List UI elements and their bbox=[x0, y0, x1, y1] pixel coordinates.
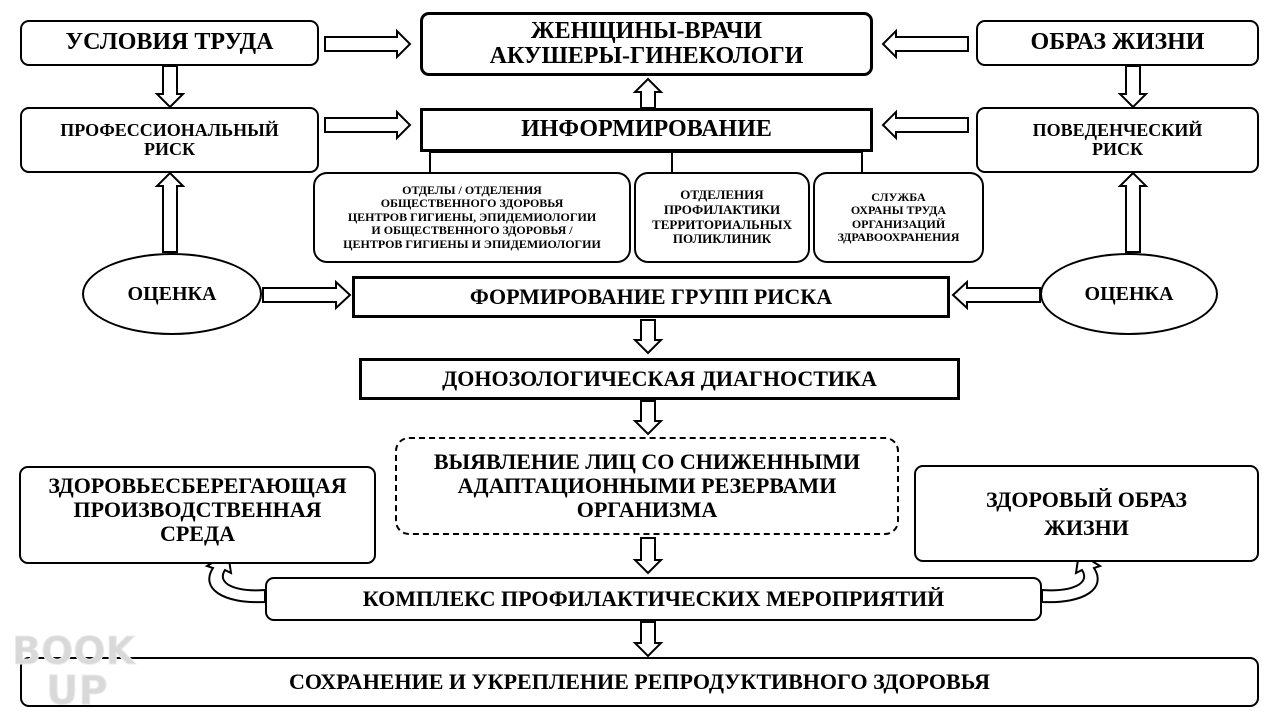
public-health-line-3: ЦЕНТРОВ ГИГИЕНЫ, ЭПИДЕМИОЛОГИИ bbox=[347, 209, 597, 224]
risk-groups-label: ФОРМИРОВАНИЕ ГРУПП РИСКА bbox=[469, 284, 833, 310]
arrow-assessment-right-to-behavioral-risk bbox=[1117, 171, 1149, 253]
assessment-right-oval: ОЦЕНКА bbox=[1040, 253, 1218, 335]
arrow-reduced-reserves-to-measures bbox=[632, 537, 664, 575]
arrow-measures-to-reproductive-health bbox=[632, 621, 664, 658]
professional-risk-line-1: ПРОФЕССИОНАЛЬНЫЙ bbox=[60, 120, 279, 141]
prevention-departments-box: ОТДЕЛЕНИЯ ПРОФИЛАКТИКИ ТЕРРИТОРИАЛЬНЫХ П… bbox=[634, 172, 810, 263]
environment-line-2: ПРОИЗВОДСТВЕННАЯ bbox=[73, 496, 322, 522]
arrow-work-conditions-to-doctors bbox=[324, 28, 412, 60]
assessment-right-label: ОЦЕНКА bbox=[1084, 282, 1174, 305]
healthy-lifestyle-line-2: ЖИЗНИ bbox=[1044, 514, 1129, 540]
labor-protection-line-4: ЗДРАВООХРАНЕНИЯ bbox=[837, 229, 960, 244]
assessment-left-label: ОЦЕНКА bbox=[127, 282, 217, 305]
public-health-line-5: ЦЕНТРОВ ГИГИЕНЫ И ЭПИДЕМИОЛОГИИ bbox=[343, 236, 601, 251]
women-doctors-line-2: АКУШЕРЫ-ГИНЕКОЛОГИ bbox=[489, 43, 804, 69]
behavioral-risk-line-1: ПОВЕДЕНЧЕСКИЙ bbox=[1032, 120, 1203, 141]
healthy-lifestyle-line-1: ЗДОРОВЫЙ ОБРАЗ bbox=[985, 487, 1188, 512]
work-conditions-label: УСЛОВИЯ ТРУДА bbox=[65, 29, 274, 56]
reduced-reserves-box: ВЫЯВЛЕНИЕ ЛИЦ СО СНИЖЕННЫМИ АДАПТАЦИОННЫ… bbox=[395, 437, 899, 535]
reproductive-health-label: СОХРАНЕНИЕ И УКРЕПЛЕНИЕ РЕПРОДУКТИВНОГО … bbox=[289, 669, 990, 695]
labor-protection-box: СЛУЖБА ОХРАНЫ ТРУДА ОРГАНИЗАЦИЙ ЗДРАВООХ… bbox=[813, 172, 984, 263]
arrow-assessment-left-to-professional-risk bbox=[154, 171, 186, 253]
public-health-line-1: ОТДЕЛЫ / ОТДЕЛЕНИЯ bbox=[402, 182, 542, 197]
behavioral-risk-box: ПОВЕДЕНЧЕСКИЙ РИСК bbox=[976, 107, 1259, 173]
arrow-lifestyle-to-doctors bbox=[881, 28, 969, 60]
prenosological-diagnostics-box: ДОНОЗОЛОГИЧЕСКАЯ ДИАГНОСТИКА bbox=[359, 358, 960, 400]
labor-protection-line-1: СЛУЖБА bbox=[871, 189, 926, 204]
work-conditions-box: УСЛОВИЯ ТРУДА bbox=[20, 20, 319, 66]
women-doctors-box: ЖЕНЩИНЫ-ВРАЧИ АКУШЕРЫ-ГИНЕКОЛОГИ bbox=[420, 12, 873, 76]
women-doctors-line-1: ЖЕНЩИНЫ-ВРАЧИ bbox=[530, 17, 763, 44]
labor-protection-line-2: ОХРАНЫ ТРУДА bbox=[850, 203, 947, 218]
arrow-professional-risk-to-informing bbox=[324, 109, 412, 141]
reproductive-health-box: СОХРАНЕНИЕ И УКРЕПЛЕНИЕ РЕПРОДУКТИВНОГО … bbox=[20, 657, 1259, 707]
arrow-diagnostics-to-reduced-reserves bbox=[632, 400, 664, 436]
reduced-reserves-line-1: ВЫЯВЛЕНИЕ ЛИЦ СО СНИЖЕННЫМИ bbox=[433, 449, 861, 475]
prevention-line-4: ПОЛИКЛИНИК bbox=[672, 231, 772, 247]
environment-line-1: ЗДОРОВЬЕСБЕРЕГАЮЩАЯ bbox=[48, 473, 347, 498]
informing-box: ИНФОРМИРОВАНИЕ bbox=[420, 108, 873, 152]
informing-label: ИНФОРМИРОВАНИЕ bbox=[521, 116, 772, 143]
watermark-line-1: BOOK bbox=[12, 629, 137, 673]
professional-risk-line-2: РИСК bbox=[143, 139, 196, 159]
public-health-departments-box: ОТДЕЛЫ / ОТДЕЛЕНИЯ ОБЩЕСТВЕННОГО ЗДОРОВЬ… bbox=[313, 172, 631, 263]
lifestyle-label: ОБРАЗ ЖИЗНИ bbox=[1030, 29, 1205, 56]
healthy-lifestyle-box: ЗДОРОВЫЙ ОБРАЗ ЖИЗНИ bbox=[914, 465, 1259, 562]
lifestyle-box: ОБРАЗ ЖИЗНИ bbox=[976, 20, 1259, 66]
public-health-line-2: ОБЩЕСТВЕННОГО ЗДОРОВЬЯ bbox=[380, 196, 564, 211]
health-saving-environment-box: ЗДОРОВЬЕСБЕРЕГАЮЩАЯ ПРОИЗВОДСТВЕННАЯ СРЕ… bbox=[19, 466, 376, 564]
prevention-line-1: ОТДЕЛЕНИЯ bbox=[680, 187, 764, 203]
bookup-watermark-logo: BOOK UP bbox=[12, 629, 138, 711]
labor-protection-line-3: ОРГАНИЗАЦИЙ bbox=[851, 216, 946, 231]
risk-groups-box: ФОРМИРОВАНИЕ ГРУПП РИСКА bbox=[352, 276, 950, 318]
arrow-behavioral-risk-to-informing bbox=[881, 109, 969, 141]
public-health-line-4: И ОБЩЕСТВЕННОГО ЗДОРОВЬЯ / bbox=[371, 223, 573, 238]
arrow-assessment-left-to-risk-groups bbox=[262, 279, 352, 311]
prevention-line-2: ПРОФИЛАКТИКИ bbox=[663, 201, 781, 217]
arrow-work-conditions-to-professional-risk bbox=[154, 65, 186, 109]
watermark-line-2: UP bbox=[46, 668, 108, 710]
preventive-measures-box: КОМПЛЕКС ПРОФИЛАКТИЧЕСКИХ МЕРОПРИЯТИЙ bbox=[265, 577, 1042, 621]
environment-line-3: СРЕДА bbox=[159, 520, 236, 546]
arrow-lifestyle-to-behavioral-risk bbox=[1117, 65, 1149, 109]
reduced-reserves-line-3: ОРГАНИЗМА bbox=[576, 496, 718, 522]
reduced-reserves-line-2: АДАПТАЦИОННЫМИ РЕЗЕРВАМИ bbox=[457, 473, 837, 499]
arrow-assessment-right-to-risk-groups bbox=[951, 279, 1041, 311]
behavioral-risk-line-2: РИСК bbox=[1091, 139, 1144, 159]
assessment-left-oval: ОЦЕНКА bbox=[82, 253, 262, 335]
preventive-measures-label: КОМПЛЕКС ПРОФИЛАКТИЧЕСКИХ МЕРОПРИЯТИЙ bbox=[362, 586, 945, 612]
prenosological-diagnostics-label: ДОНОЗОЛОГИЧЕСКАЯ ДИАГНОСТИКА bbox=[442, 366, 877, 392]
professional-risk-box: ПРОФЕССИОНАЛЬНЫЙ РИСК bbox=[20, 107, 319, 173]
prevention-line-3: ТЕРРИТОРИАЛЬНЫХ bbox=[652, 216, 792, 232]
arrow-informing-to-doctors bbox=[632, 77, 664, 109]
arrow-risk-groups-to-diagnostics bbox=[632, 319, 664, 355]
